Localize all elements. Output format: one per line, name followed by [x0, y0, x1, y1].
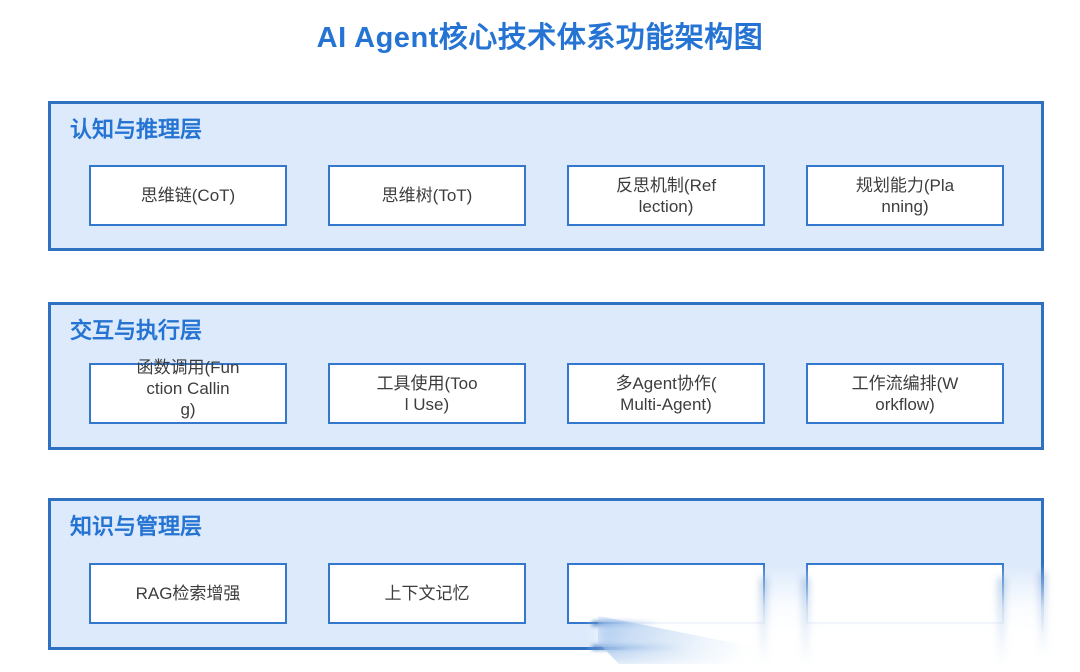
page-title: AI Agent核心技术体系功能架构图: [316, 22, 764, 54]
node-reflection: 反思机制(Ref lection): [567, 165, 765, 226]
node-function-calling: 函数调用(Fun ction Callin g): [89, 358, 287, 424]
node-label: 工作流编排(W orkflow): [851, 373, 959, 414]
layer-knowledge-title: 知识与管理层: [70, 514, 203, 539]
node-label: 函数调用(Fun ction Callin g): [136, 358, 240, 419]
node-label: 思维树(ToT): [381, 186, 473, 205]
node-empty-1: [567, 563, 765, 624]
node-label: 多Agent协作( Multi-Agent): [615, 373, 717, 414]
node-tool-use: 工具使用(Too l Use): [328, 363, 526, 424]
node-rag: RAG检索增强: [89, 563, 287, 624]
node-workflow: 工作流编排(W orkflow): [806, 363, 1004, 424]
node-tree-of-thought: 思维树(ToT): [328, 165, 526, 226]
layer-knowledge-management: 知识与管理层 RAG检索增强 上下文记忆: [48, 498, 1044, 650]
node-label: 反思机制(Ref lection): [615, 175, 717, 216]
node-multi-agent: 多Agent协作( Multi-Agent): [567, 363, 765, 424]
layer-interaction-execution: 交互与执行层 函数调用(Fun ction Callin g) 工具使用(Too…: [48, 302, 1044, 450]
layer-cognition-reasoning: 认知与推理层 思维链(CoT) 思维树(ToT) 反思机制(Ref lectio…: [48, 101, 1044, 251]
layer-interaction-title: 交互与执行层: [70, 318, 203, 343]
node-empty-2: [806, 563, 1004, 624]
node-label: 工具使用(Too l Use): [376, 373, 478, 414]
node-label: 思维链(CoT): [140, 186, 236, 205]
node-chain-of-thought: 思维链(CoT): [89, 165, 287, 226]
node-label: 上下文记忆: [384, 584, 470, 603]
node-context-memory: 上下文记忆: [328, 563, 526, 624]
layer-cognition-title: 认知与推理层: [70, 117, 203, 142]
node-label: 规划能力(Pla nning): [855, 175, 955, 216]
node-label: RAG检索增强: [135, 584, 241, 603]
node-planning: 规划能力(Pla nning): [806, 165, 1004, 226]
